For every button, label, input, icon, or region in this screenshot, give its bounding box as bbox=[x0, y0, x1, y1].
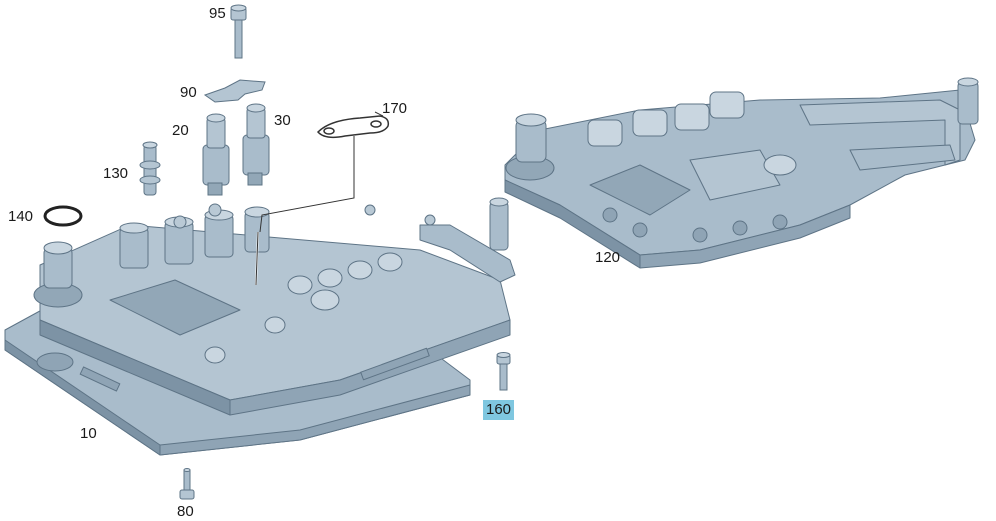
callout-160[interactable]: 160 bbox=[483, 400, 515, 420]
callout-90: 90 bbox=[180, 84, 197, 101]
leader-lines bbox=[255, 111, 384, 286]
bolt-160[interactable] bbox=[496, 352, 511, 391]
callout-80: 80 bbox=[177, 503, 194, 520]
callout-170: 170 bbox=[382, 100, 408, 117]
solenoid-valve-20[interactable] bbox=[202, 113, 230, 196]
callout-130: 130 bbox=[103, 165, 129, 182]
o-ring-140[interactable] bbox=[43, 205, 83, 227]
callout-20: 20 bbox=[172, 122, 189, 139]
callout-140: 140 bbox=[8, 208, 34, 225]
solenoid-valve-30[interactable] bbox=[242, 103, 270, 186]
clip-90[interactable] bbox=[203, 79, 266, 103]
bolt-80[interactable] bbox=[179, 468, 195, 500]
control-plate-120[interactable] bbox=[504, 77, 979, 269]
callout-10: 10 bbox=[80, 425, 97, 442]
callout-95: 95 bbox=[209, 5, 226, 22]
sleeve-130[interactable] bbox=[139, 141, 161, 196]
callout-30: 30 bbox=[274, 112, 291, 129]
callout-120: 120 bbox=[595, 249, 621, 266]
gasket-170[interactable] bbox=[316, 115, 390, 139]
bolt-95[interactable] bbox=[230, 4, 247, 59]
valve-body-assembly-10[interactable] bbox=[4, 197, 516, 456]
